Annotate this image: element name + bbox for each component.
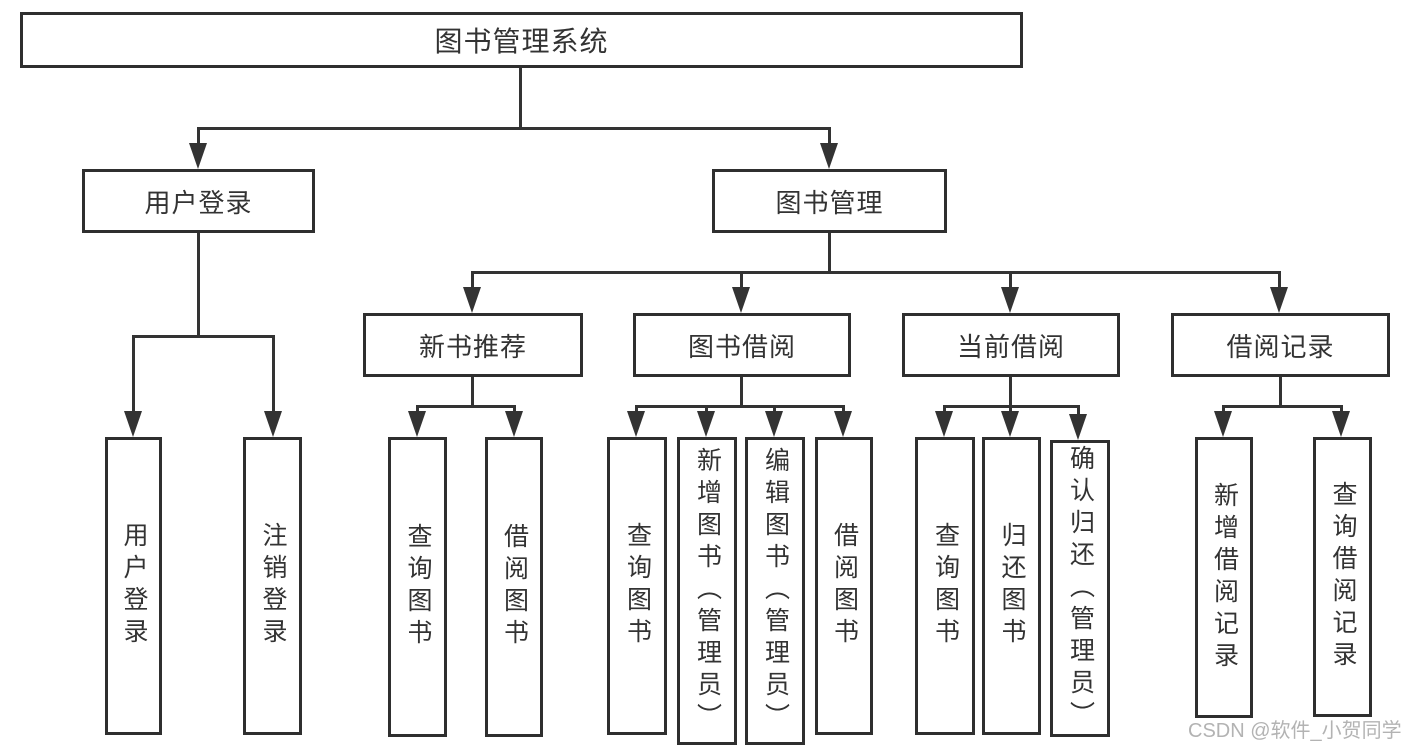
- arrow-down-icon-borrow-borrow: [834, 411, 852, 437]
- arrow-down-icon-current-query: [935, 411, 953, 437]
- connector-new-book-rec-rail: [416, 405, 516, 408]
- leaf-borrow-books-recommend: 借阅图书: [485, 437, 543, 737]
- leaf-query-books-borrow: 查询图书: [607, 437, 667, 735]
- connector-current-borrow-stem: [1009, 377, 1012, 407]
- arrow-down-icon-borrow-records: [1270, 287, 1288, 313]
- arrow-down-icon-leaf-user-login: [124, 411, 142, 437]
- arrow-down-icon-record-query: [1332, 411, 1350, 437]
- node-new-book-recommend: 新书推荐: [363, 313, 583, 377]
- connector-to-book-mgmt: [828, 127, 831, 149]
- leaf-add-borrow-record: 新增借阅记录: [1195, 437, 1253, 718]
- watermark: CSDN @软件_小贺同学: [1188, 720, 1402, 742]
- arrow-down-icon-current-borrow: [1001, 287, 1019, 313]
- connector-to-current-borrow: [1009, 271, 1012, 291]
- arrow-down-icon-borrow-query: [627, 411, 645, 437]
- connector-borrow-records-rail: [1222, 405, 1343, 408]
- arrow-down-icon-current-return: [1001, 411, 1019, 437]
- connector-user-login-rail: [132, 335, 275, 338]
- connector-book-mgmt-rail: [471, 271, 1281, 274]
- connector-to-leaf-logout: [272, 335, 275, 415]
- connector-to-confirm-return: [1077, 405, 1080, 417]
- connector-to-new-book-rec: [471, 271, 474, 291]
- node-book-management: 图书管理: [712, 169, 947, 233]
- leaf-confirm-return-admin: 确认归还（管理员）: [1050, 440, 1110, 737]
- connector-to-user-login: [197, 127, 200, 149]
- connector-to-borrow-records: [1278, 271, 1281, 291]
- leaf-logout: 注销登录: [243, 437, 302, 735]
- connector-new-book-rec-stem: [471, 377, 474, 407]
- arrow-down-icon-book-borrow: [732, 287, 750, 313]
- leaf-query-borrow-record: 查询借阅记录: [1313, 437, 1372, 717]
- connector-book-mgmt-stem: [828, 233, 831, 274]
- arrow-down-icon-confirm-return: [1069, 414, 1087, 440]
- arrow-down-icon-leaf-logout: [264, 411, 282, 437]
- connector-to-leaf-user-login: [132, 335, 135, 415]
- arrow-down-icon-book-mgmt: [820, 143, 838, 169]
- leaf-edit-books-admin: 编辑图书（管理员）: [745, 437, 805, 745]
- connector-book-borrow-rail: [635, 405, 845, 408]
- connector-borrow-records-stem: [1279, 377, 1282, 407]
- leaf-add-books-admin: 新增图书（管理员）: [677, 437, 737, 745]
- connector-to-book-borrow: [740, 271, 743, 291]
- leaf-user-login: 用户登录: [105, 437, 162, 735]
- arrow-down-icon-new-book-rec: [463, 287, 481, 313]
- arrow-down-icon-borrow-edit: [765, 411, 783, 437]
- arrow-down-icon-user-login: [189, 143, 207, 169]
- leaf-borrow-books-borrow: 借阅图书: [815, 437, 873, 735]
- node-current-borrow: 当前借阅: [902, 313, 1120, 377]
- node-user-login: 用户登录: [82, 169, 315, 233]
- leaf-query-books-recommend: 查询图书: [388, 437, 447, 737]
- arrow-down-icon-rec-borrow: [505, 411, 523, 437]
- connector-root-stem: [519, 68, 522, 130]
- arrow-down-icon-record-add: [1214, 411, 1232, 437]
- connector-user-login-stem: [197, 233, 200, 337]
- connector-root-rail: [197, 127, 831, 130]
- connector-book-borrow-stem: [740, 377, 743, 407]
- leaf-query-books-current: 查询图书: [915, 437, 975, 735]
- leaf-return-books: 归还图书: [982, 437, 1041, 735]
- node-book-borrow: 图书借阅: [633, 313, 851, 377]
- node-borrow-records: 借阅记录: [1171, 313, 1390, 377]
- arrow-down-icon-rec-query: [408, 411, 426, 437]
- node-root: 图书管理系统: [20, 12, 1023, 68]
- arrow-down-icon-borrow-add: [697, 411, 715, 437]
